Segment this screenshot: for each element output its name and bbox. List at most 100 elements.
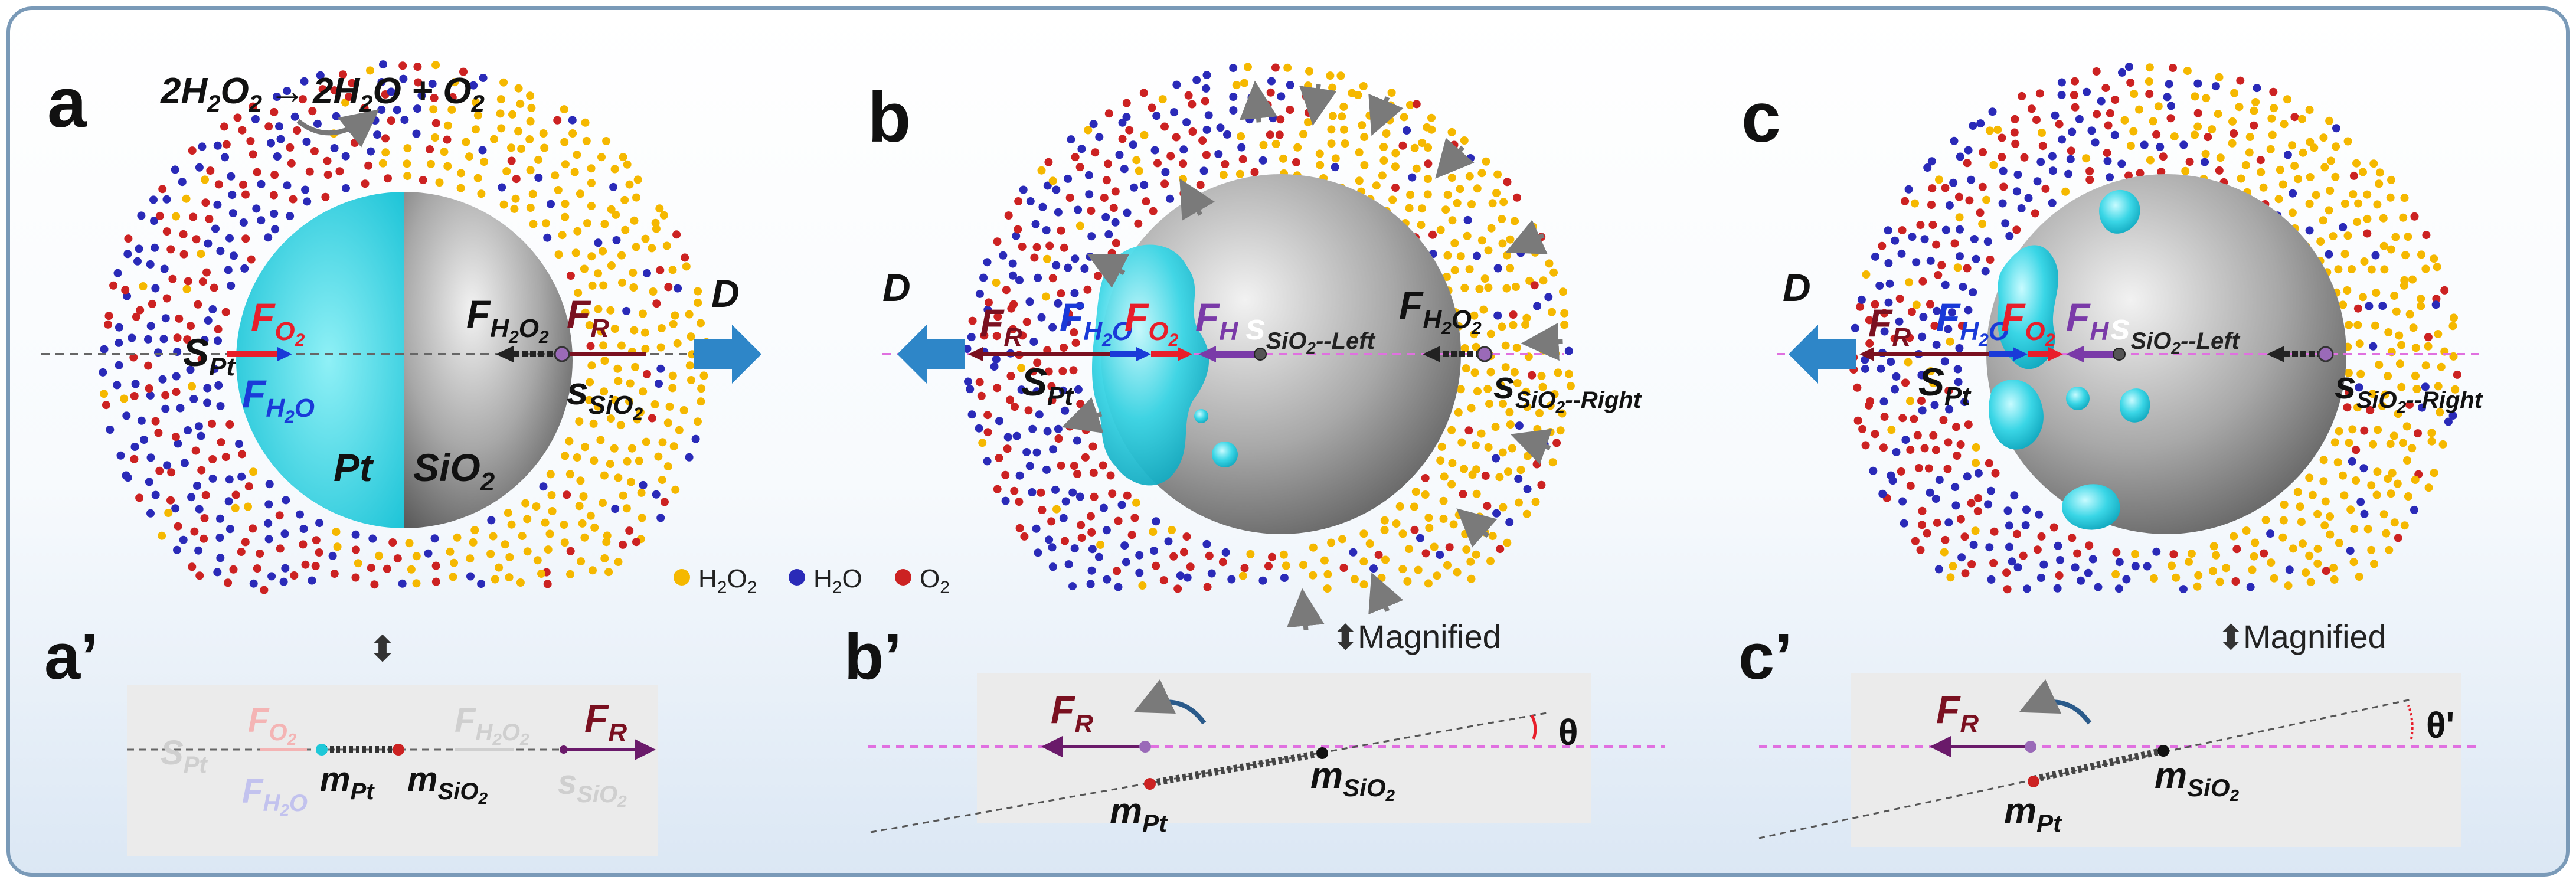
molecule-dot <box>697 384 706 393</box>
svg-text:mPt: mPt <box>2004 791 2062 837</box>
molecule-dot <box>426 159 435 168</box>
molecule-dot <box>1421 474 1430 482</box>
molecule-dot <box>1032 243 1041 251</box>
molecule-dot <box>1973 507 1982 515</box>
molecule-dot <box>1424 159 1433 168</box>
molecule-dot <box>1267 77 1276 86</box>
svg-text:⬍: ⬍ <box>1331 619 1360 657</box>
molecule-dot <box>1862 270 1871 279</box>
molecule-dot <box>2242 526 2251 535</box>
molecule-dot <box>280 529 289 538</box>
molecule-dot <box>1940 548 1949 557</box>
molecule-dot <box>2038 142 2047 151</box>
molecule-dot <box>2316 237 2325 246</box>
molecule-dot <box>505 553 514 561</box>
molecule-dot <box>1468 470 1477 479</box>
molecule-dot <box>2343 403 2352 412</box>
molecule-dot <box>237 548 246 556</box>
molecule-dot <box>2375 361 2384 369</box>
molecule-dot <box>1914 464 1923 472</box>
molecule-dot <box>1058 367 1067 375</box>
molecule-dot <box>350 139 359 147</box>
svg-text:FR: FR <box>1051 688 1093 738</box>
molecule-dot <box>135 493 144 502</box>
molecule-dot <box>2005 231 2014 240</box>
molecule-dot <box>1010 486 1019 495</box>
molecule-dot <box>499 200 508 209</box>
molecule-dot <box>1411 488 1420 496</box>
molecule-dot <box>133 257 142 266</box>
molecule-dot <box>2228 139 2237 148</box>
molecule-dot <box>2115 558 2124 567</box>
molecule-dot <box>1266 88 1275 97</box>
molecule-dot <box>1229 64 1238 73</box>
molecule-dot <box>540 143 549 152</box>
molecule-dot <box>1302 92 1310 101</box>
molecule-dot <box>128 333 136 342</box>
pt-deposit-c-1 <box>1997 245 2059 369</box>
molecule-dot <box>2411 476 2420 484</box>
molecule-dot <box>2290 113 2299 122</box>
molecule-dot <box>1047 382 1056 391</box>
molecule-dot <box>173 545 181 554</box>
molecule-dot <box>1205 551 1214 560</box>
molecule-dot <box>1240 564 1249 573</box>
molecule-dot <box>2343 137 2352 146</box>
molecule-dot <box>1911 537 1920 545</box>
molecule-dot <box>1467 200 1476 208</box>
molecule-dot <box>200 336 209 345</box>
molecule-dot <box>2036 574 2045 582</box>
molecule-dot <box>1918 521 1926 529</box>
molecule-dot <box>655 204 664 213</box>
molecule-dot <box>1906 446 1915 454</box>
molecule-dot <box>610 325 619 333</box>
molecule-dot <box>1989 558 1998 567</box>
molecule-dot <box>2340 250 2349 259</box>
molecule-dot <box>578 519 587 528</box>
molecule-dot <box>1492 454 1501 463</box>
molecule-dot <box>1052 505 1061 514</box>
molecule-dot <box>1963 159 1972 168</box>
molecule-dot <box>685 361 694 370</box>
molecule-dot <box>2410 505 2418 514</box>
molecule-dot <box>1466 557 1475 566</box>
molecule-dot <box>115 361 123 369</box>
molecule-dot <box>213 141 222 150</box>
molecule-dot <box>2191 92 2199 101</box>
molecule-dot <box>652 224 661 233</box>
molecule-dot <box>171 504 180 513</box>
molecule-dot <box>1488 199 1497 208</box>
molecule-dot <box>1897 249 1906 258</box>
molecule-dot <box>2433 263 2441 272</box>
molecule-dot <box>2215 577 2224 586</box>
molecule-dot <box>393 106 401 115</box>
molecule-dot <box>2305 106 2314 115</box>
molecule-dot <box>648 244 656 253</box>
molecule-dot <box>1891 385 1899 394</box>
molecule-dot <box>1953 452 1962 460</box>
molecule-dot <box>1466 154 1475 162</box>
molecule-dot <box>400 116 409 125</box>
molecule-dot <box>1083 285 1092 294</box>
molecule-dot <box>1054 299 1063 308</box>
molecule-dot <box>687 376 695 384</box>
molecule-dot <box>1379 156 1388 165</box>
molecule-dot <box>2152 547 2161 556</box>
molecule-dot <box>1115 151 1124 159</box>
molecule-dot <box>685 453 694 462</box>
molecule-dot <box>150 217 158 225</box>
molecule-dot <box>1985 126 1994 135</box>
molecule-dot <box>1104 159 1112 168</box>
molecule-dot <box>161 391 170 400</box>
molecule-dot <box>587 179 596 187</box>
molecule-dot <box>2071 103 2080 112</box>
molecule-dot <box>1964 146 1973 155</box>
molecule-dot <box>1424 579 1433 588</box>
molecule-dot <box>1457 438 1466 447</box>
molecule-dot <box>2335 427 2343 436</box>
molecule-dot <box>1359 557 1368 566</box>
molecule-dot <box>1991 469 2000 478</box>
molecule-dot <box>1292 158 1300 166</box>
svg-text:SiO2: SiO2 <box>413 446 495 496</box>
molecule-dot <box>308 107 317 116</box>
